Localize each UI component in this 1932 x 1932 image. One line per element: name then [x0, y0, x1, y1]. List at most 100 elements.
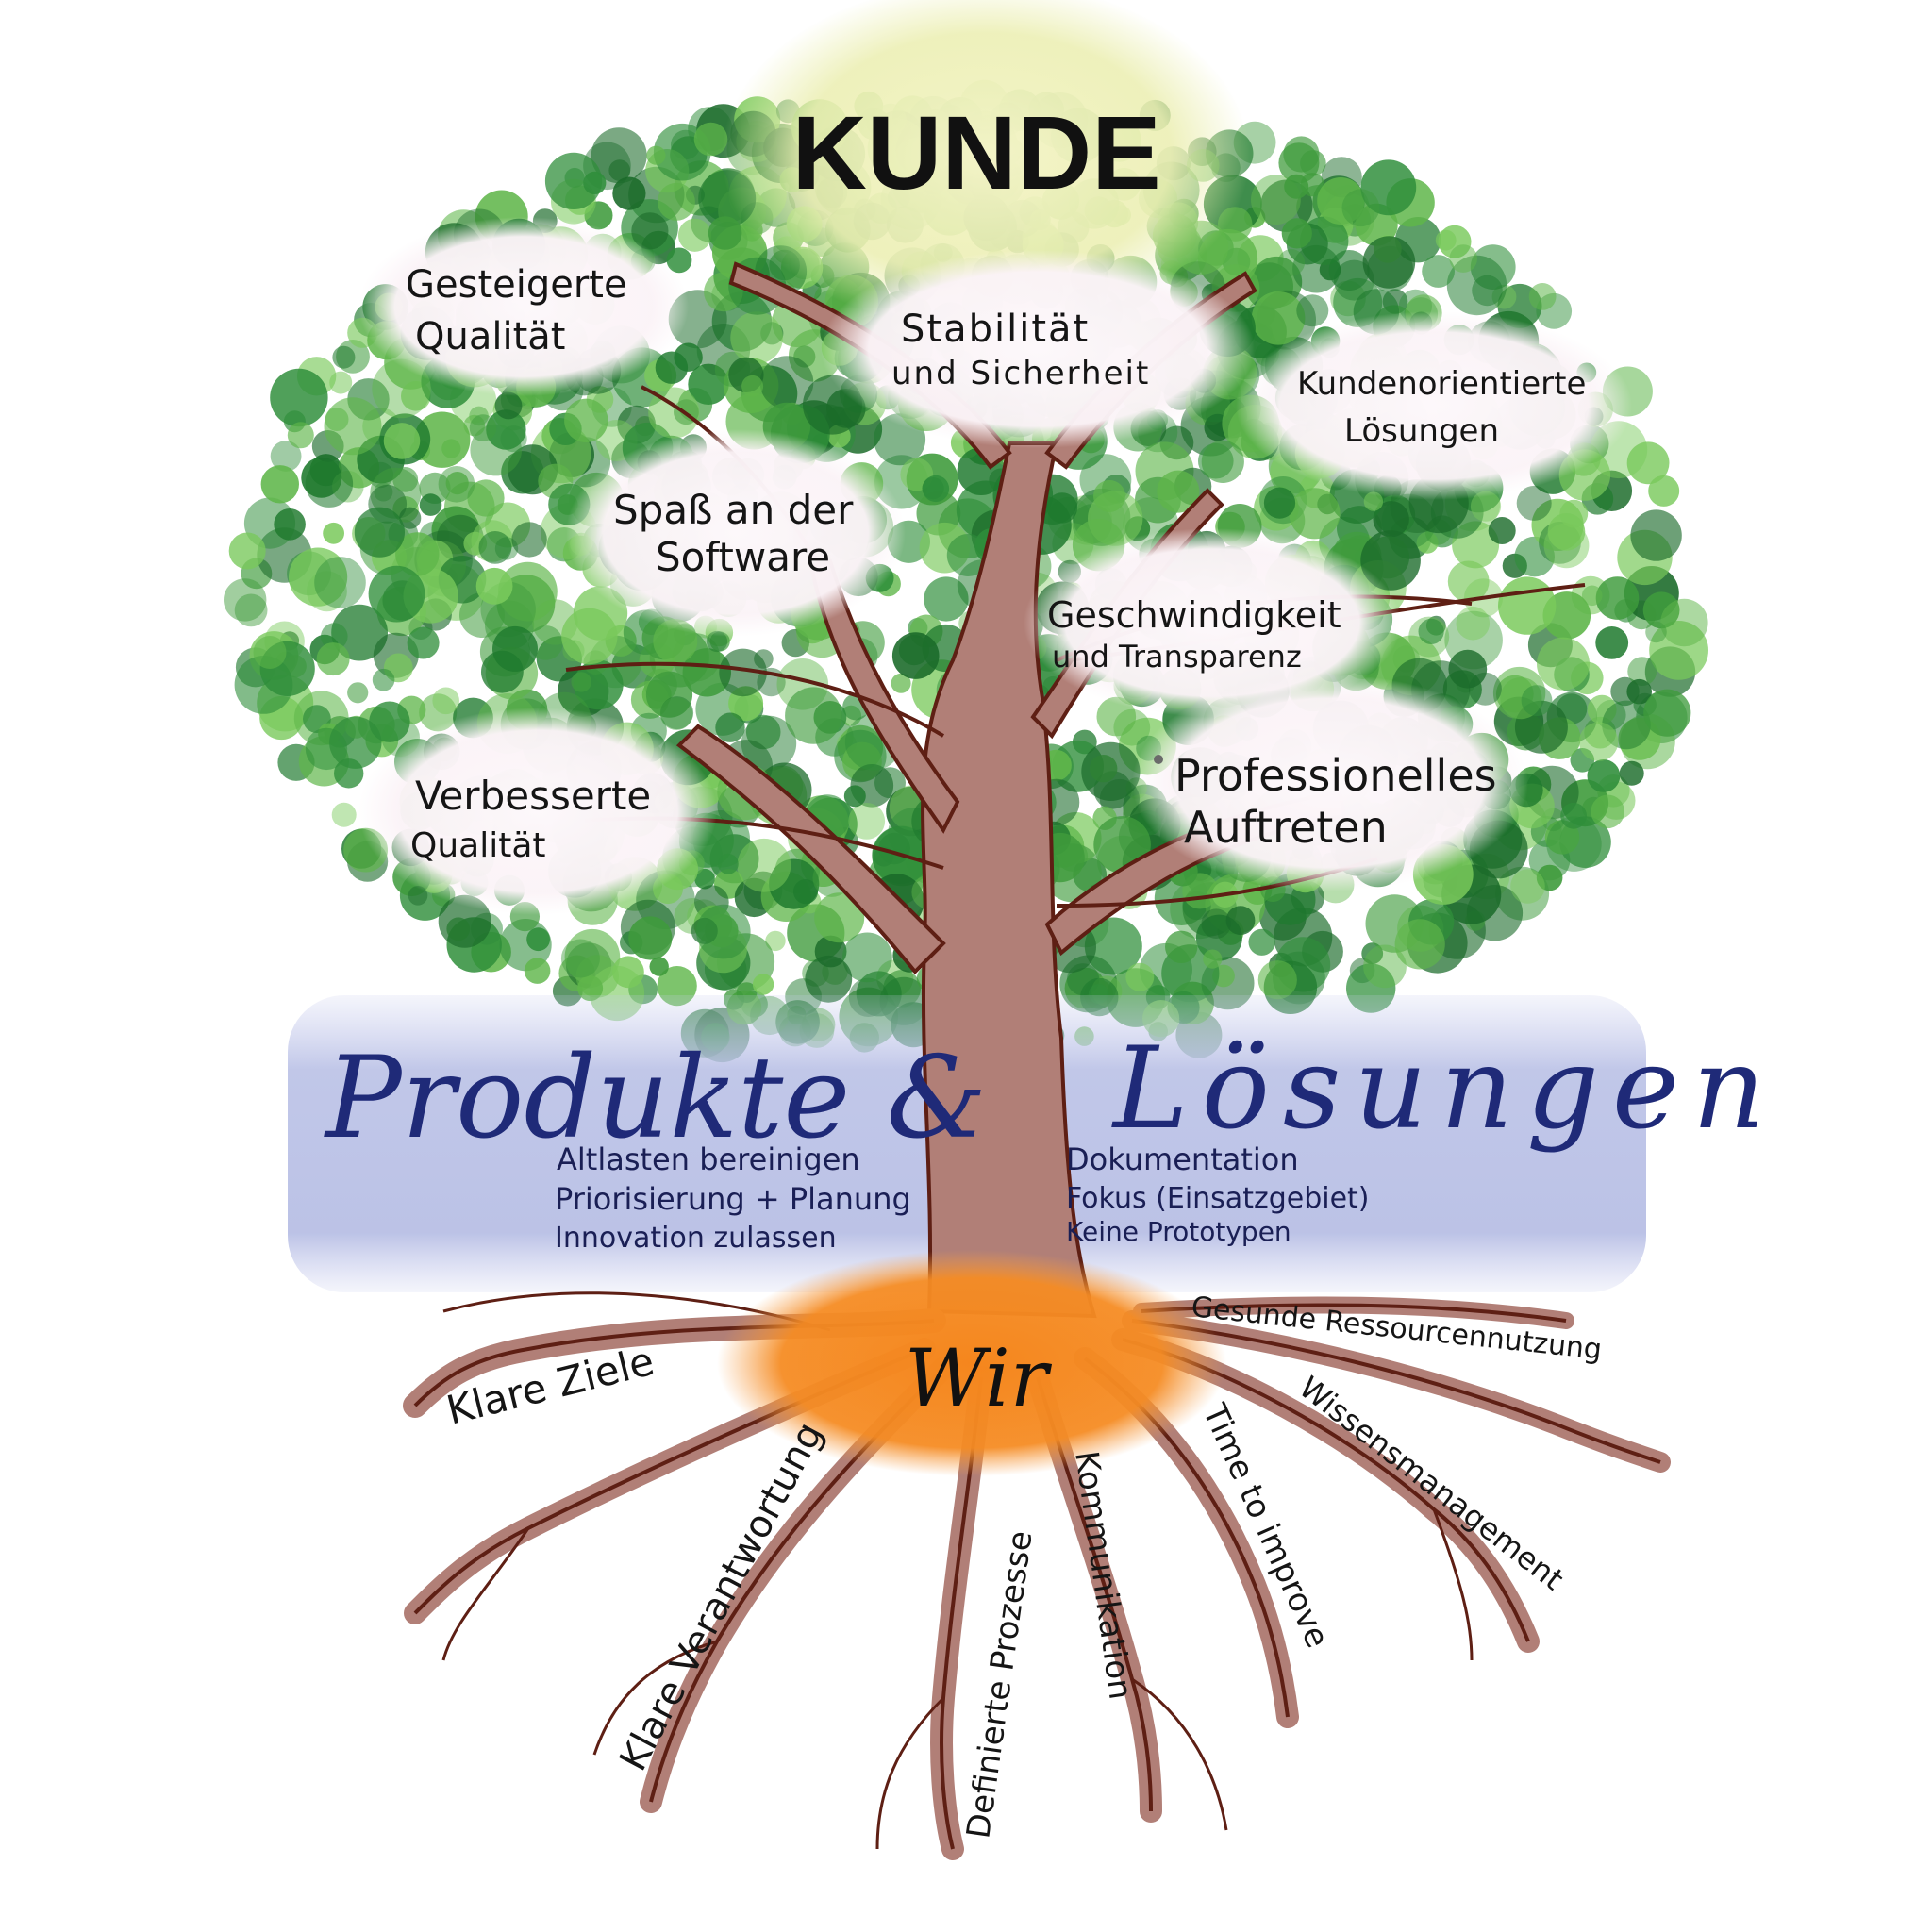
leaf-blob — [478, 531, 512, 564]
leaf-blob — [305, 459, 354, 508]
leaf-blob — [1225, 906, 1256, 936]
leaf-blob — [1543, 523, 1590, 569]
band-right-item: Fokus (Einsatzgebiet) — [1066, 1182, 1370, 1215]
leaf-blob — [1418, 618, 1444, 645]
benefit-spass: Spaß an der Software — [613, 487, 866, 580]
leaf-blob — [392, 467, 419, 492]
leaf-blob — [655, 351, 689, 384]
leaf-blob — [494, 391, 523, 420]
leaf-blob — [1042, 843, 1102, 903]
leaf-blob — [1363, 491, 1384, 511]
leaf-blob — [814, 892, 865, 943]
leaf-blob — [924, 576, 969, 622]
leaf-blob — [324, 397, 382, 456]
leaf-blob — [289, 547, 348, 607]
leaf-blob — [657, 182, 695, 221]
leaf-blob — [316, 642, 350, 676]
band-right-item: Keine Prototypen — [1066, 1216, 1291, 1247]
leaf-blob — [321, 623, 348, 650]
band-title-left: Produkte & — [324, 1033, 987, 1164]
leaf-blob — [1468, 672, 1502, 706]
leaf-blob — [526, 927, 550, 952]
leaf-blob — [1263, 487, 1296, 519]
leaf-blob — [1516, 485, 1552, 521]
leaf-blob — [1328, 250, 1370, 291]
leaf-blob — [1165, 930, 1198, 963]
leaf-blob — [329, 716, 382, 769]
leaf-blob — [469, 414, 497, 441]
leaf-blob — [1660, 598, 1708, 647]
leaf-blob — [574, 659, 624, 710]
leaf-blob — [631, 212, 669, 250]
leaf-blob — [666, 247, 692, 274]
leaf-blob — [719, 648, 767, 697]
leaf-blob — [1645, 621, 1667, 643]
leaf-blob — [612, 956, 644, 989]
leaf-blob — [1578, 722, 1619, 761]
leaf-blob — [1201, 440, 1244, 483]
leaf-blob — [270, 368, 328, 427]
leaf-blob — [1595, 576, 1640, 620]
leaf-blob — [419, 493, 442, 516]
leaf-blob — [224, 578, 267, 622]
leaf-blob — [946, 534, 990, 576]
band-left-item: Altlasten bereinigen — [557, 1141, 860, 1177]
leaf-blob — [1510, 869, 1545, 904]
benefit-kundenorientierte-loesungen: Kundenorientierte Lösungen — [1297, 365, 1596, 450]
leaf-blob — [498, 561, 558, 622]
root-kommunikation: Kommunikation — [1067, 1449, 1140, 1702]
leaf-blob — [718, 853, 739, 874]
leaf-blob — [694, 868, 715, 890]
leaf-blob — [544, 152, 603, 209]
core-glow — [717, 1250, 1226, 1476]
leaf-blob — [1289, 488, 1341, 540]
leaf-blob — [708, 216, 742, 250]
benefit-geschwindigkeit: Geschwindigkeit und Transparenz — [1047, 594, 1353, 675]
leaf-blob — [331, 604, 388, 661]
leaf-blob — [577, 975, 604, 1002]
leaf-blob — [765, 930, 786, 952]
leaf-blob — [1449, 244, 1477, 273]
leaf-blob — [1546, 816, 1602, 872]
leaf-blob — [270, 441, 302, 472]
leaf-blob — [1281, 218, 1312, 249]
benefit-clouds — [358, 217, 1632, 915]
leaf-blob — [564, 398, 608, 442]
leaf-blob — [331, 802, 357, 827]
leaf-blob — [492, 625, 538, 672]
leaf-blob — [1626, 441, 1670, 485]
leaf-blob — [332, 345, 356, 369]
leaf-blob — [287, 422, 314, 449]
band-right-item: Dokumentation — [1066, 1141, 1299, 1177]
band-left-item: Priorisierung + Planung — [555, 1181, 911, 1217]
bullet-dot — [1154, 755, 1163, 764]
leaf-blob — [524, 958, 551, 984]
leaf-blob — [234, 656, 293, 714]
leaf-blob — [1363, 944, 1407, 989]
leaf-blob — [438, 466, 475, 503]
leaf-blob — [1341, 189, 1380, 227]
core-label: Wir — [905, 1332, 1053, 1424]
leaf-blob — [891, 632, 940, 679]
leaf-blob — [347, 682, 369, 704]
leaf-blob — [922, 475, 950, 503]
leaf-blob — [383, 423, 421, 459]
leaf-blob — [659, 697, 693, 730]
leaf-blob — [842, 932, 892, 983]
leaf-blob — [486, 409, 526, 450]
leaf-blob — [407, 626, 440, 659]
leaf-blob — [395, 532, 440, 576]
leaf-blob — [1362, 236, 1416, 289]
leaf-blob — [372, 668, 395, 691]
benefit-stabilitaet: Stabilität und Sicherheit — [891, 308, 1150, 392]
leaf-blob — [741, 375, 764, 397]
leaf-blob — [561, 608, 618, 665]
leaf-blob — [1559, 499, 1589, 528]
benefit-gesteigerte-qualitaet: Gesteigerte Qualität — [406, 263, 639, 358]
leaf-blob — [737, 838, 791, 892]
leaf-blob — [1360, 530, 1421, 591]
leaf-blob — [368, 565, 425, 623]
leaf-blob — [843, 785, 866, 808]
leaf-blob — [891, 673, 911, 693]
